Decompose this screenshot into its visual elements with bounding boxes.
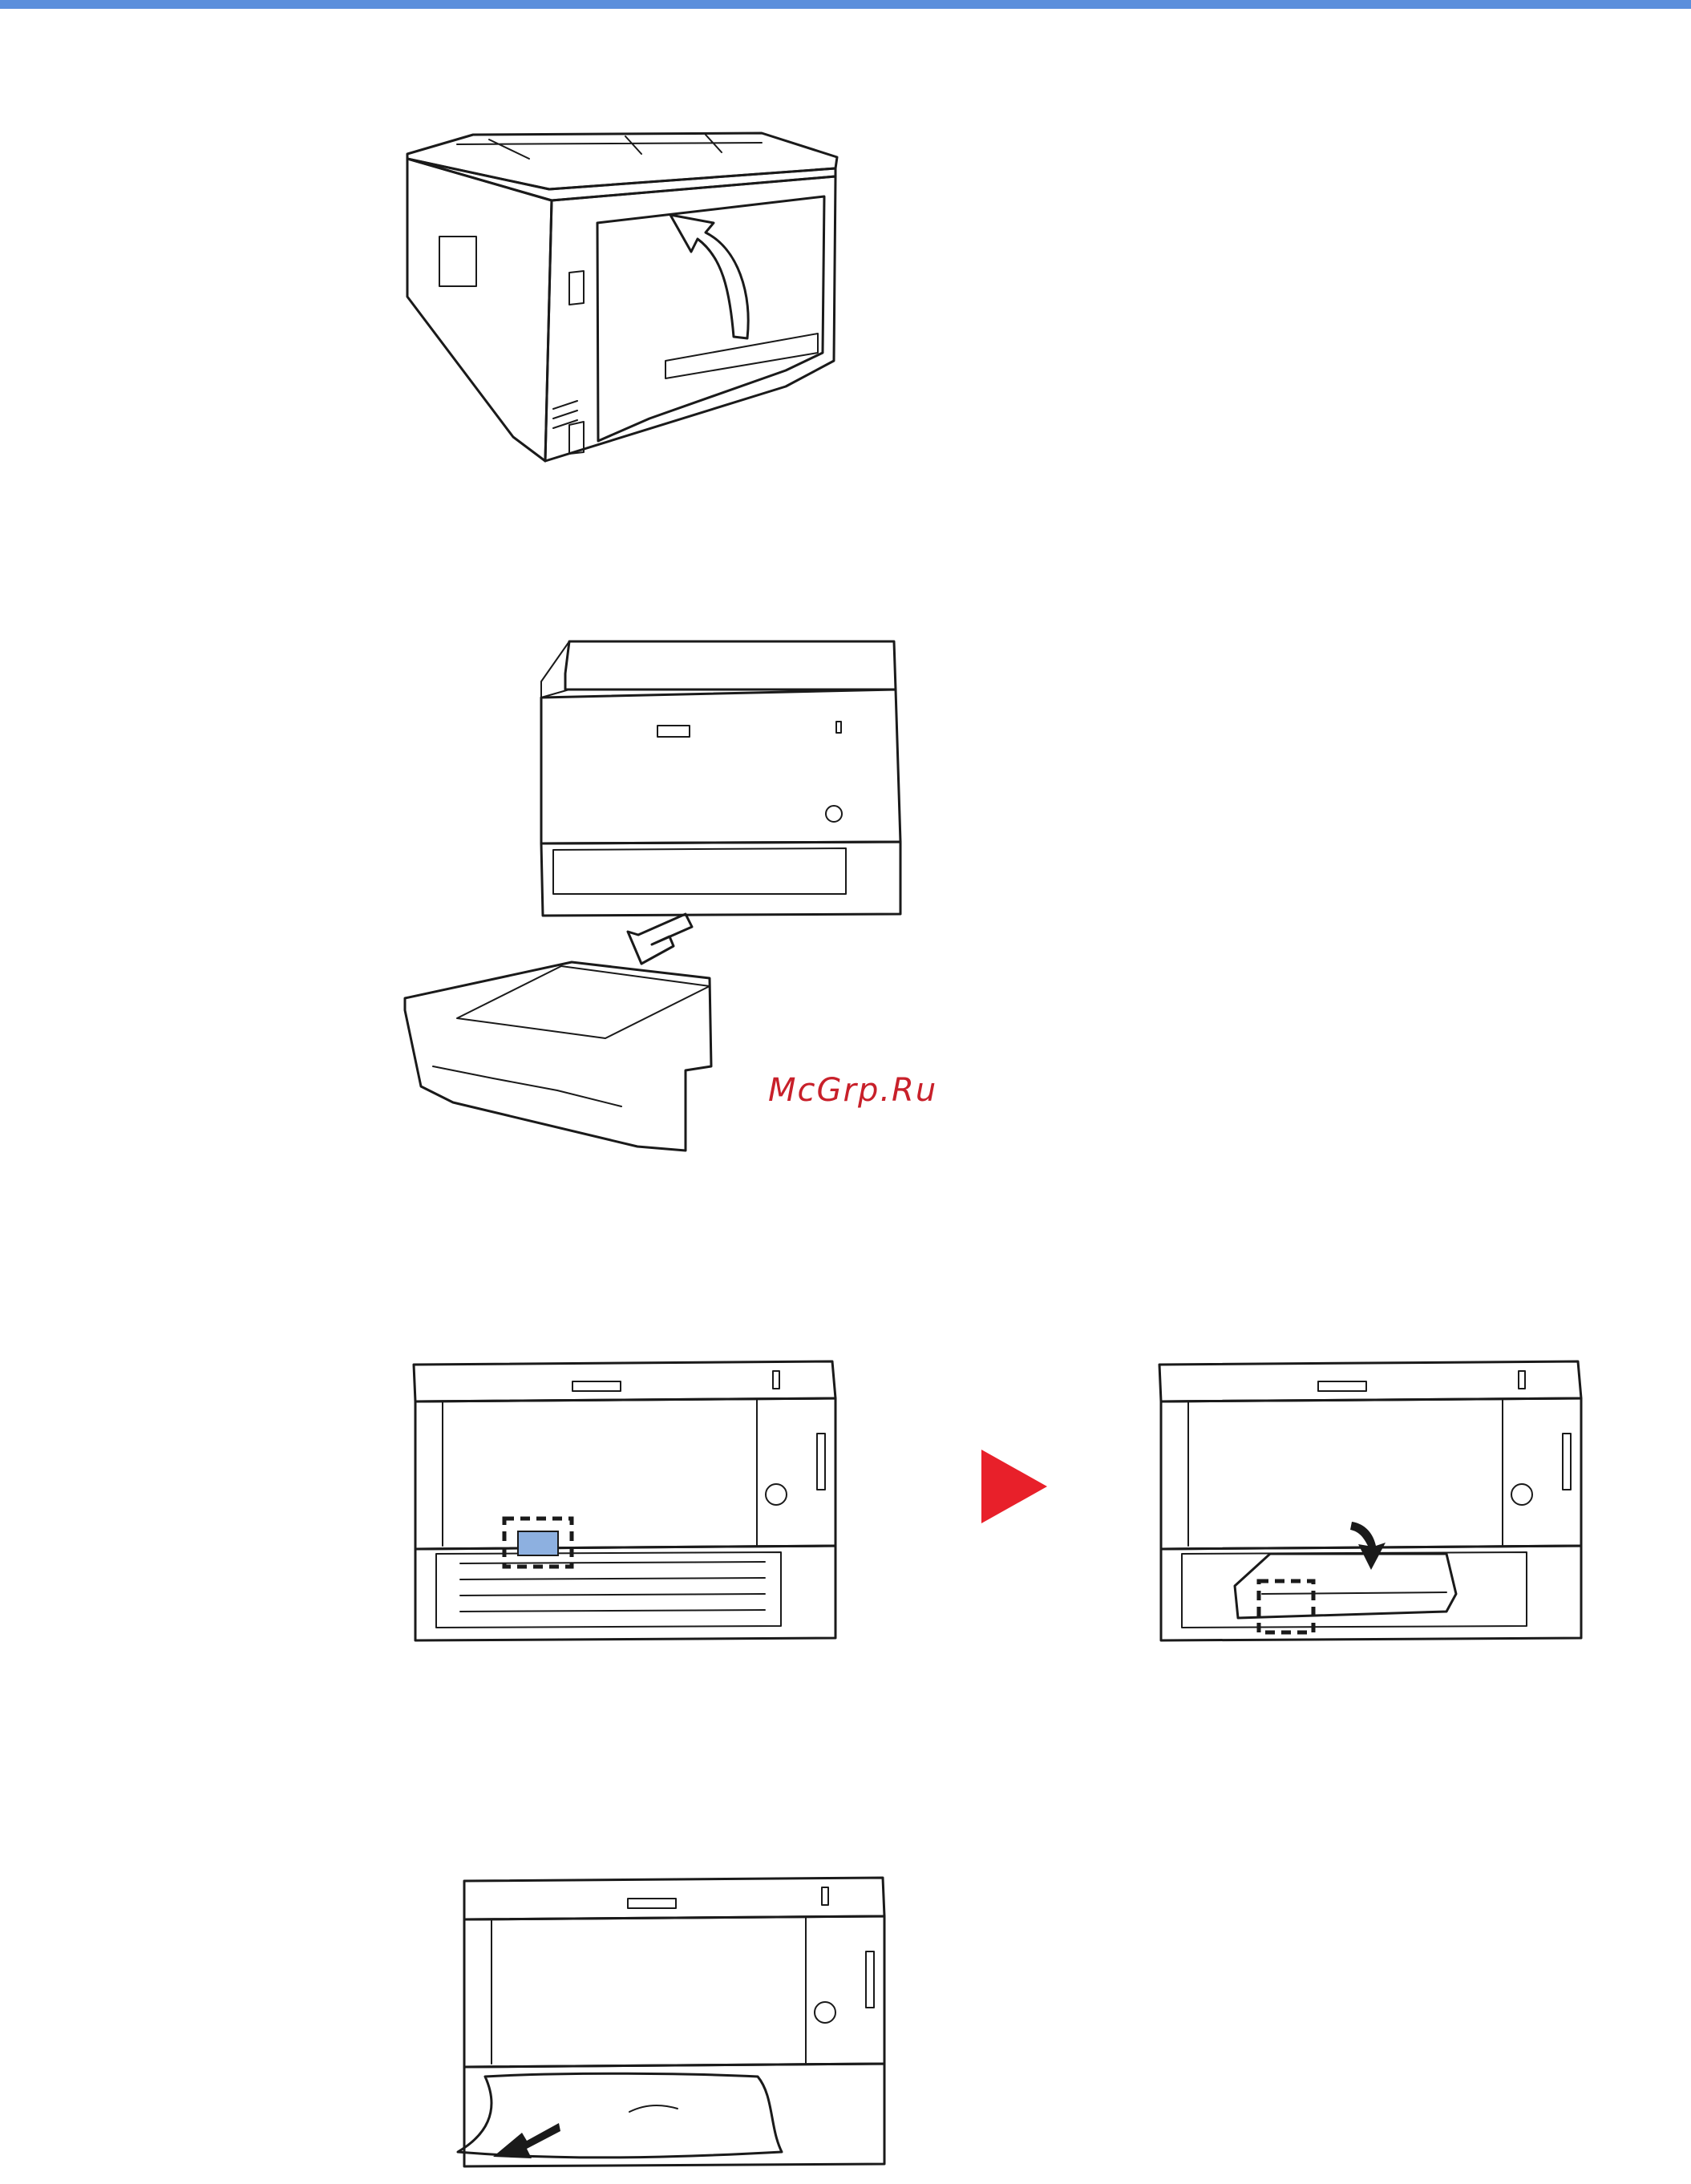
figure-feed-guide-before [412,1353,837,1658]
watermark-text: McGrp.Ru [768,1072,937,1109]
page-header-rule [0,0,1691,9]
play-triangle-icon [980,1448,1049,1525]
dashed-highlight-icon [1259,1581,1313,1632]
pull-out-arrow-icon [493,2123,560,2158]
down-arrow-icon [1350,1522,1386,1570]
figure-feed-guide-after [1158,1353,1583,1658]
figure-rear-cover-open [385,120,850,481]
figure-remove-jammed-paper [453,1871,886,2176]
